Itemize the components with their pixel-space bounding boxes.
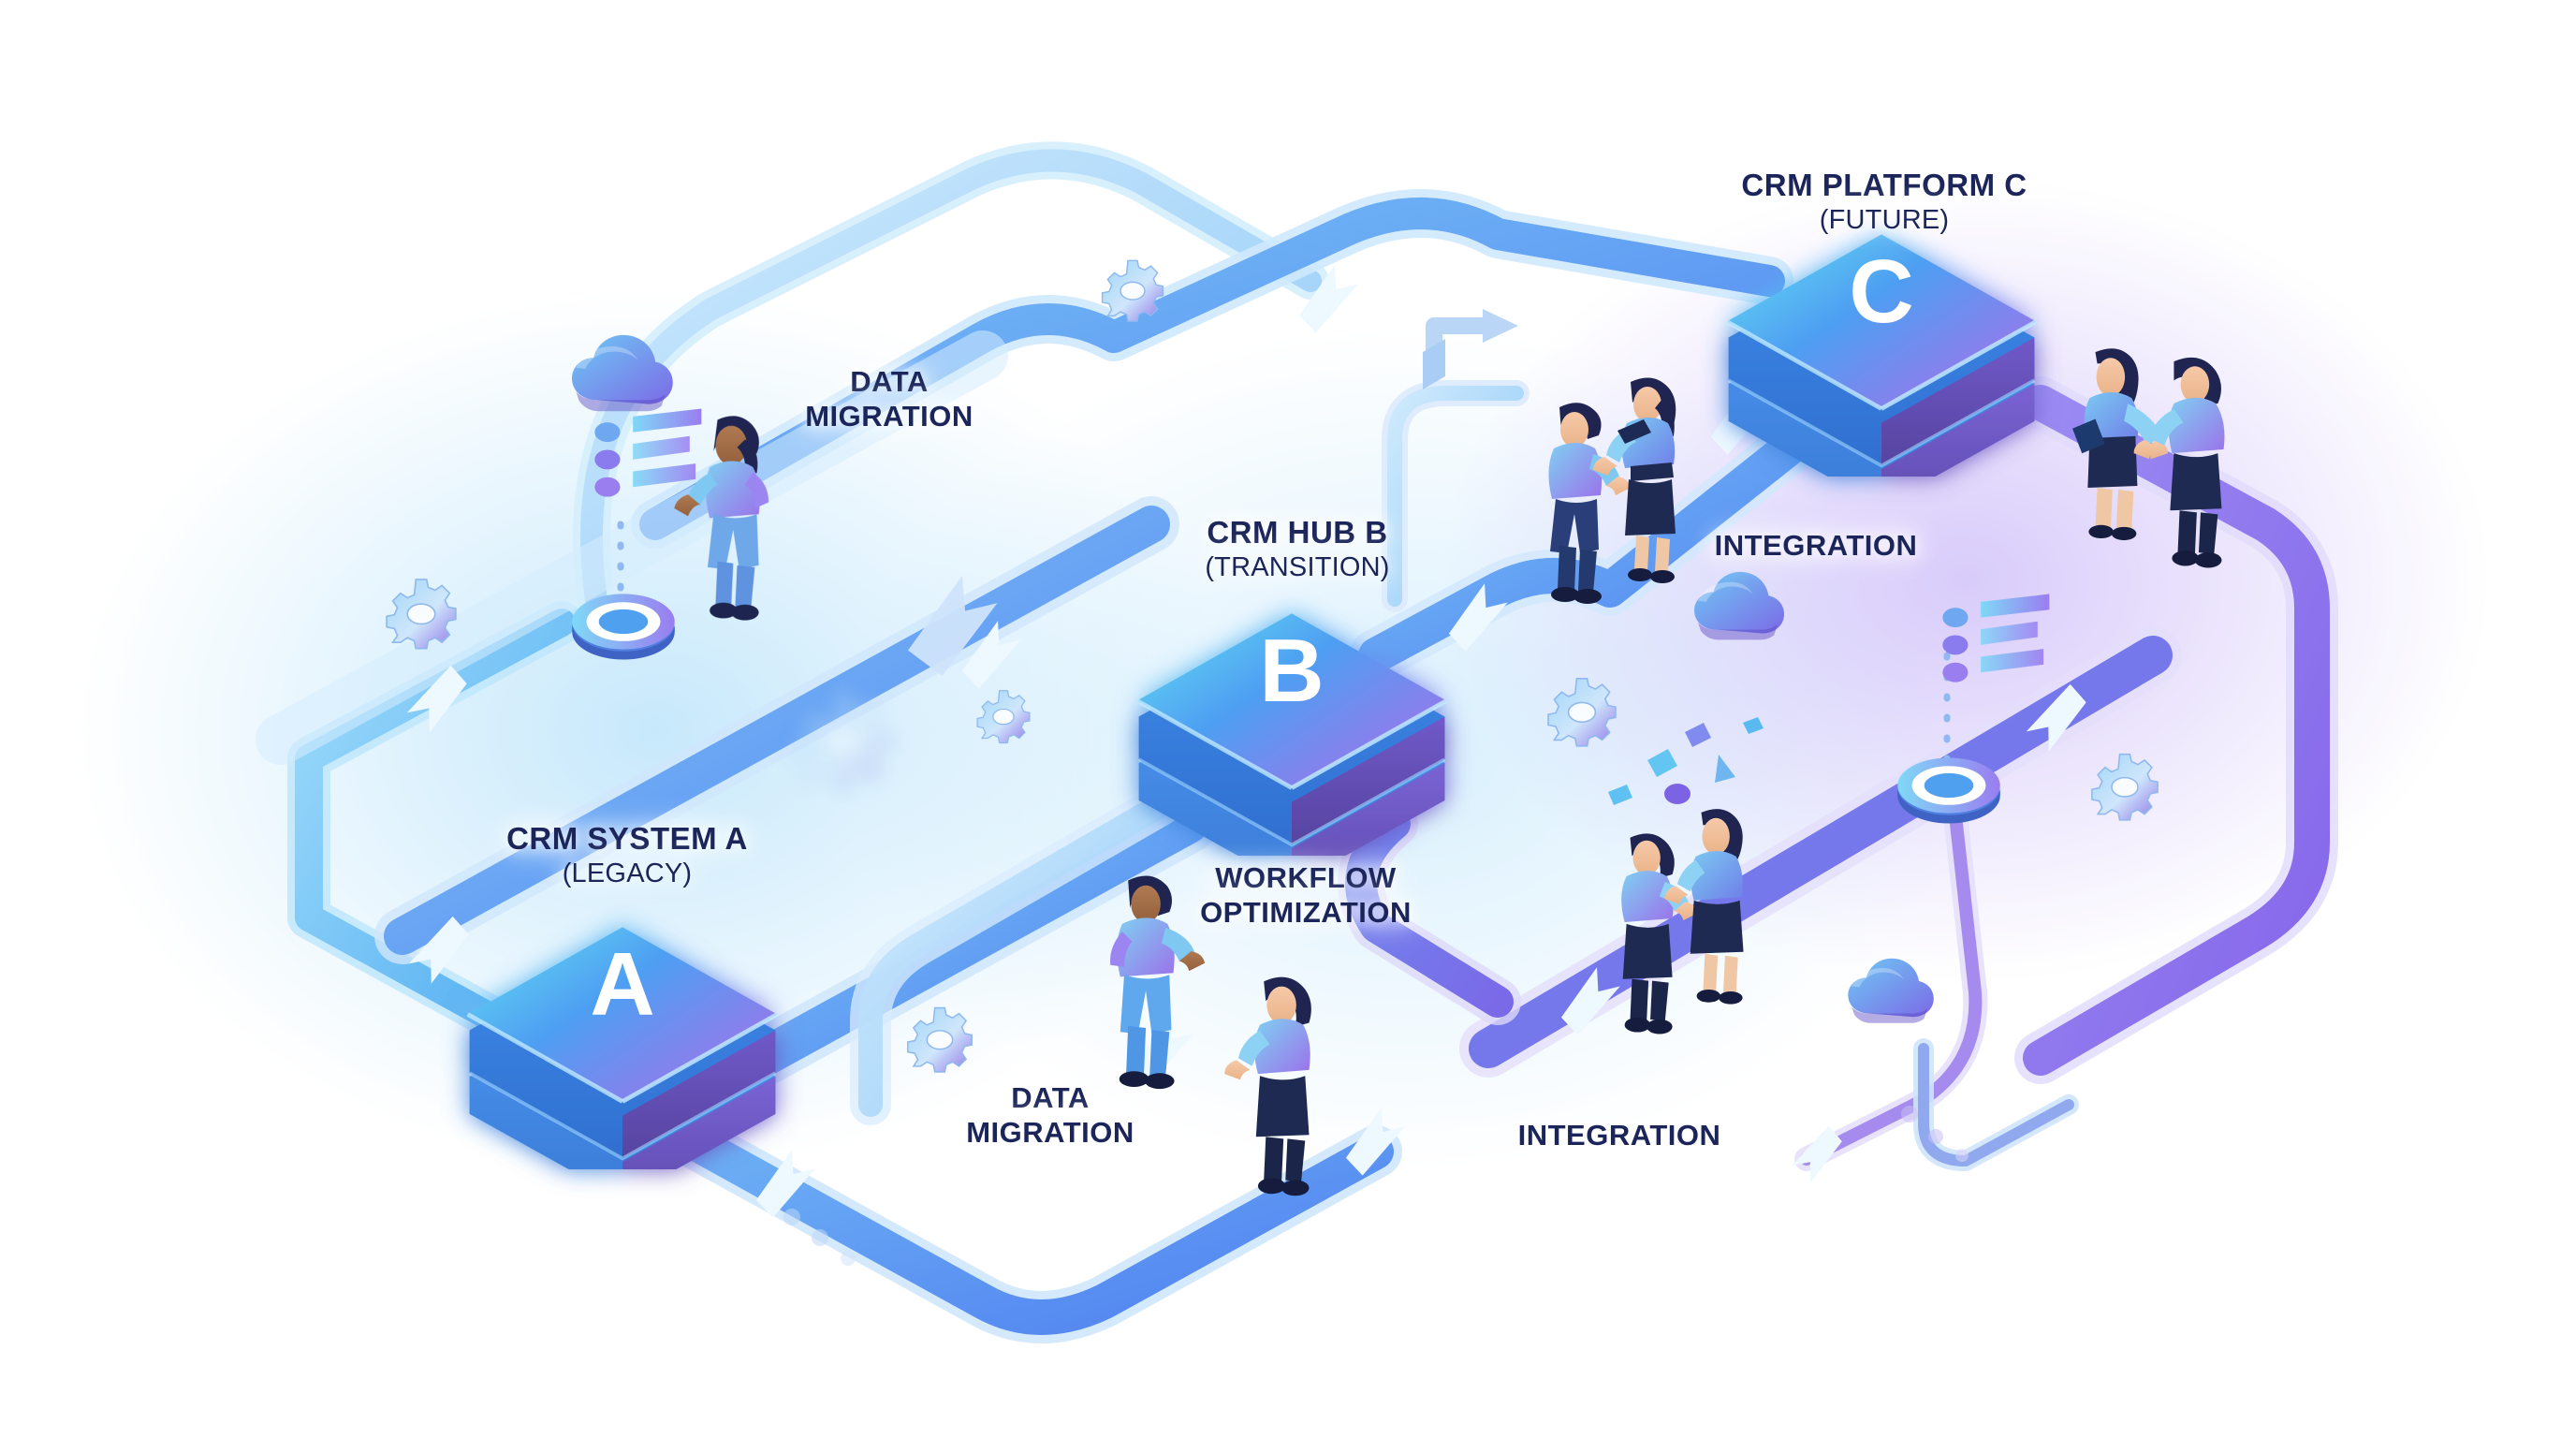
node-title-c: CRM PLATFORM C	[1741, 167, 2027, 202]
node-letter-c: C	[1849, 242, 1913, 342]
node-subtitle-a: (LEGACY)	[562, 858, 693, 888]
flow-label-integration-top: INTEGRATION	[1714, 529, 1918, 562]
node-label-c: CRM PLATFORM C (FUTURE)	[1674, 131, 2095, 272]
node-subtitle-c: (FUTURE)	[1819, 204, 1950, 235]
person-handshake-right	[2133, 357, 2225, 568]
gear-icon	[1101, 259, 1164, 322]
person-pair-left	[1548, 403, 1631, 604]
node-cube-layer: A B C	[468, 234, 2037, 1199]
flow-label-integration-bottom: INTEGRATION	[1517, 1119, 1721, 1152]
flow-label-workflow-optimization: WORKFLOW OPTIMIZATION	[1200, 861, 1412, 929]
ring-node-icon	[572, 594, 675, 660]
flow-label-data-migration-top: DATA MIGRATION	[805, 365, 973, 433]
node-subtitle-b: (TRANSITION)	[1205, 551, 1390, 582]
node-label-a: CRM SYSTEM A (LEGACY)	[440, 785, 814, 926]
node-title-a: CRM SYSTEM A	[506, 820, 748, 856]
decor-layer	[783, 689, 1969, 1266]
node-letter-b: B	[1259, 621, 1324, 721]
node-letter-a: A	[590, 934, 654, 1034]
confetti-layer	[1608, 717, 1764, 805]
person-listener	[1224, 976, 1311, 1196]
people-layer	[674, 348, 2225, 1196]
flow-label-data-migration-bottom: DATA MIGRATION	[966, 1081, 1134, 1149]
person-analyst	[674, 416, 769, 621]
person-team-right	[1664, 809, 1744, 1005]
flow-arrowheads-layer	[397, 259, 2099, 1221]
branch-arrow-icon	[1423, 309, 1518, 389]
ring-node-icon	[1897, 757, 2000, 824]
person-presenter	[1110, 875, 1206, 1090]
node-label-b: CRM HUB B (TRANSITION)	[1110, 478, 1485, 620]
node-title-b: CRM HUB B	[1207, 514, 1388, 550]
person-pair-right	[1593, 377, 1676, 583]
